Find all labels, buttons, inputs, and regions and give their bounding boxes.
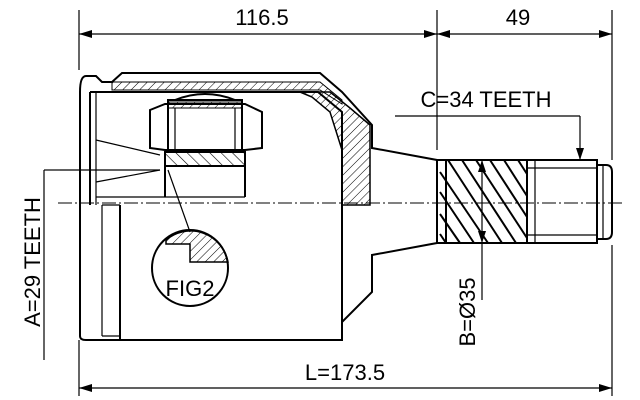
spline-a-leader (43, 169, 60, 360)
spline-c-teeth: C=34 TEETH (420, 87, 551, 112)
total-length: L=173.5 (305, 360, 385, 385)
dimension-top-left: 116.5 (235, 5, 288, 30)
dimension-top-right: 49 (506, 5, 530, 30)
total-length-dimension (78, 245, 613, 396)
shaft-diameter-dimension (478, 160, 486, 300)
inner-tripod (149, 93, 263, 233)
fig2-detail (151, 229, 229, 307)
spline-c-leader (395, 115, 584, 160)
joint-housing (60, 72, 438, 341)
output-shaft (436, 159, 613, 244)
shaft-diameter: B=Ø35 (455, 277, 480, 346)
top-dimension-116 (78, 10, 438, 150)
top-dimension-49 (437, 10, 613, 160)
fig2-label: FIG2 (166, 276, 215, 301)
spline-a-teeth: A=29 TEETH (20, 197, 45, 327)
